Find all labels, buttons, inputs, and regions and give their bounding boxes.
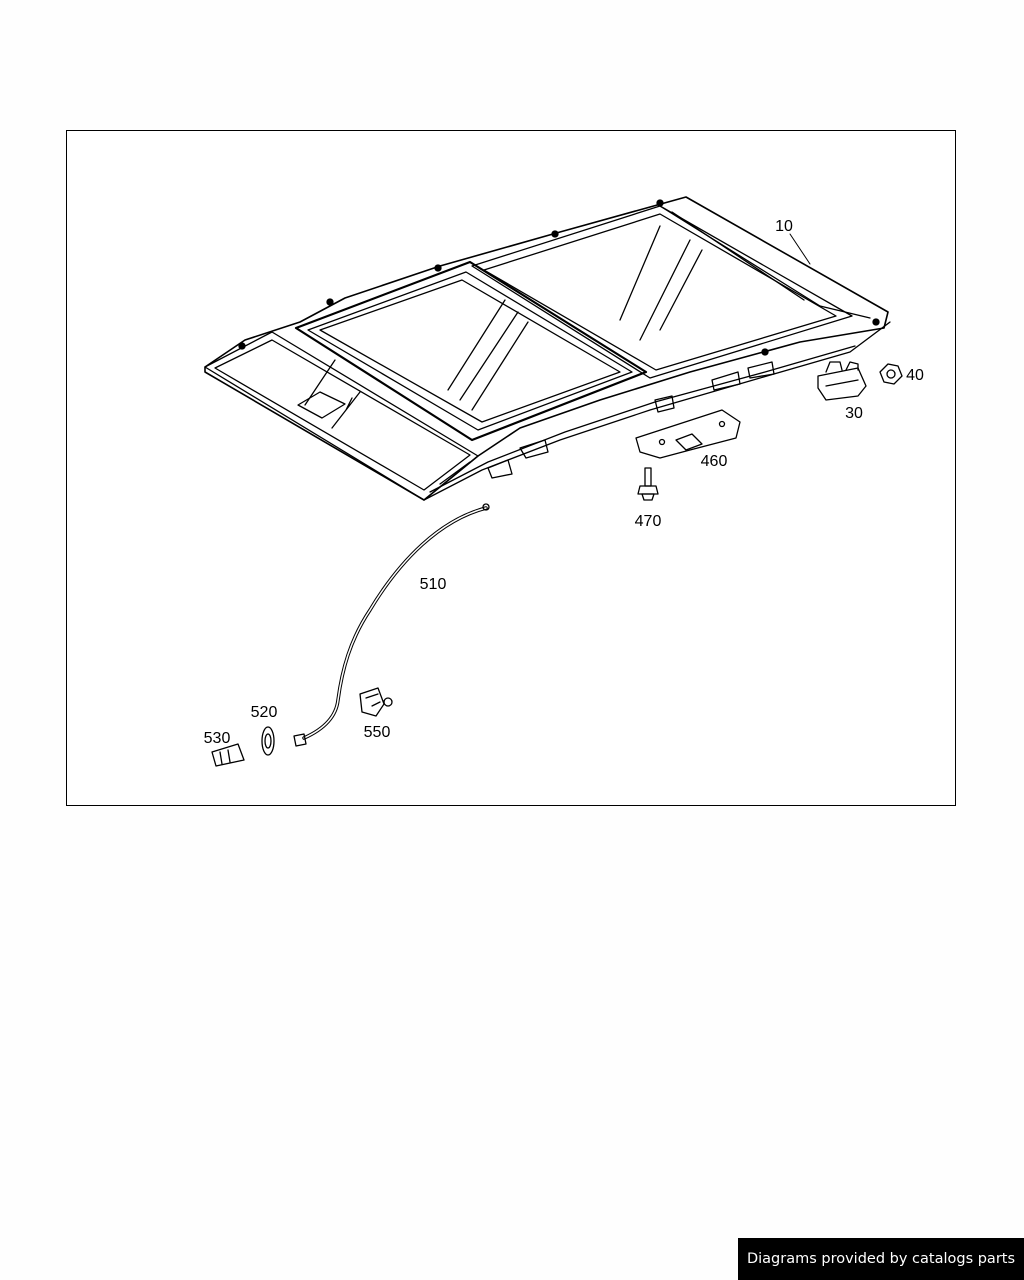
callout-550: 550 [364, 724, 391, 741]
roof-assembly-drawing [204, 196, 891, 501]
plate-part-460-drawing [635, 409, 741, 459]
callout-520: 520 [251, 704, 278, 721]
clip-part-30-drawing [817, 361, 867, 401]
bolt-part-470-drawing [637, 467, 659, 501]
callout-30: 30 [845, 405, 863, 422]
valve-part-530-drawing [211, 743, 245, 767]
diagram-frame [66, 130, 956, 806]
callout-10: 10 [775, 218, 793, 235]
grommet-part-520-drawing [261, 726, 275, 756]
callout-510: 510 [420, 576, 447, 593]
callout-530: 530 [204, 730, 231, 747]
nut-part-40-drawing [879, 363, 903, 385]
credit-banner: Diagrams provided by catalogs parts [738, 1238, 1024, 1280]
drain-hose-part-510-drawing [293, 503, 490, 747]
callout-40: 40 [906, 367, 924, 384]
clip-part-550-drawing [359, 687, 393, 717]
callout-460: 460 [701, 453, 728, 470]
callout-470: 470 [635, 513, 662, 530]
